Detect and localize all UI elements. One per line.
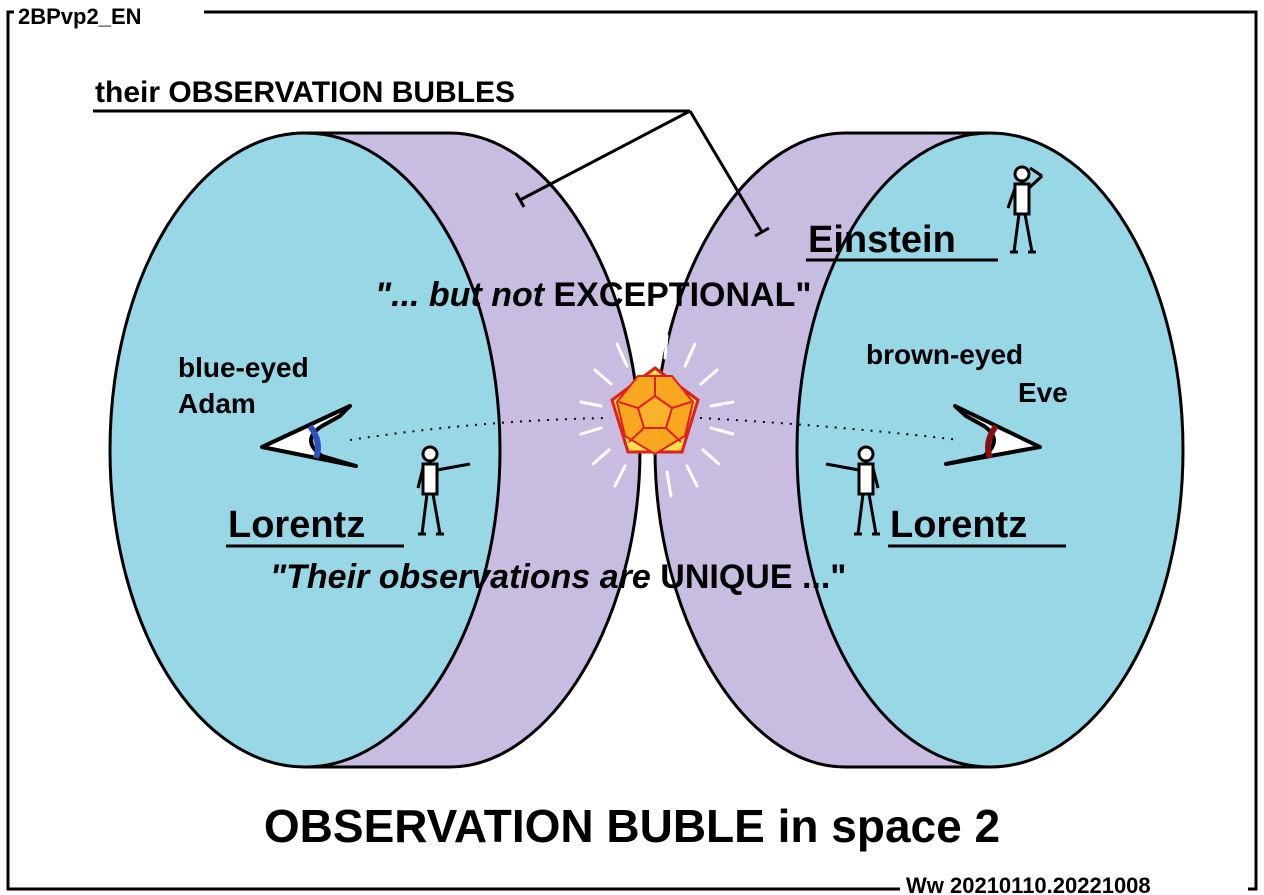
adam-label-line2: Adam <box>178 388 256 419</box>
id-label: 2BPvp2_EN <box>18 4 142 29</box>
stick-figure-icon <box>416 445 471 536</box>
lorentz-left-label: Lorentz <box>228 504 365 546</box>
diagram-title: OBSERVATION BUBLE in space 2 <box>264 800 1000 852</box>
eve-iris <box>985 424 999 460</box>
dodecahedron-star-icon <box>579 334 735 498</box>
quote-bottom-italic: "Their observations are <box>270 558 660 596</box>
callout-tick-left <box>514 192 526 208</box>
lorentz-right-label: Lorentz <box>890 504 1027 546</box>
quote-top-italic: "... but not <box>375 276 554 314</box>
bubbles-callout: their OBSERVATION BUBLES <box>93 76 770 238</box>
eve-label-line1: brown-eyed <box>866 339 1023 370</box>
einstein-label: Einstein <box>808 219 956 261</box>
quote-bottom-emph: UNIQUE ..." <box>660 558 846 596</box>
signature: Ww 20210110.20221008 <box>906 873 1151 895</box>
eve-label-line2: Eve <box>1018 377 1068 408</box>
star-rays <box>579 334 735 498</box>
frame <box>6 10 1258 891</box>
quote-top: "... but not EXCEPTIONAL" <box>375 276 811 314</box>
callout-line-left <box>519 109 691 202</box>
adam-iris <box>307 424 321 460</box>
callout-tick-right <box>754 226 770 238</box>
callout-line-right <box>688 110 764 233</box>
signature-bg <box>900 876 1248 895</box>
star-inner-face <box>636 394 674 429</box>
left-bubble <box>108 131 642 769</box>
id-label-bg <box>14 2 204 28</box>
eye-icon <box>260 404 358 468</box>
star-edges <box>618 376 692 443</box>
quote-top-emph: EXCEPTIONAL" <box>554 276 812 314</box>
quote-bottom: "Their observations are UNIQUE ..." <box>270 558 846 596</box>
stick-figure-icon <box>825 445 880 536</box>
adam-label-line1: blue-eyed <box>178 352 309 383</box>
stick-figure-icon <box>1006 165 1044 254</box>
bubbles-label: their OBSERVATION BUBLES <box>95 76 515 109</box>
adam-eye <box>260 404 358 468</box>
eye-icon <box>944 404 1042 466</box>
